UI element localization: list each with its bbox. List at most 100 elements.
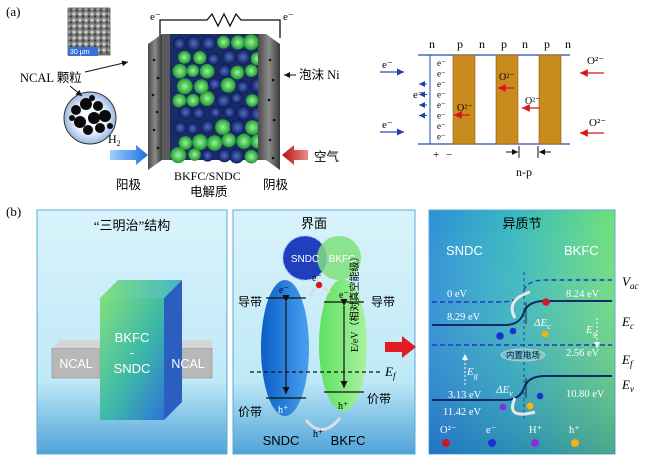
ev-label: Ev <box>621 377 634 394</box>
interface-electron-transfer: e⁻ <box>312 273 322 284</box>
np-electron-label: e⁻ <box>437 69 446 79</box>
sandwich-center-line3: SNDC <box>114 361 151 376</box>
sndc-gap-value: 3.13 eV <box>448 390 482 401</box>
interface-hole-right: h⁺ <box>338 401 348 412</box>
electron-arrow-label: e⁻ <box>382 119 393 131</box>
np-letter: n <box>565 37 571 51</box>
electrolyte-label-2: 电解质 <box>190 185 228 199</box>
bkfc-gap-value: 2.56 eV <box>566 348 600 359</box>
bkfc-sphere <box>193 51 207 65</box>
np-electron-labels: e⁻e⁻e⁻e⁻e⁻e⁻e⁻e⁻ <box>419 58 446 142</box>
sndc-sphere <box>207 52 220 66</box>
bkfc-sphere <box>245 120 260 135</box>
bkfc-sphere <box>243 34 259 51</box>
bkfc-sphere <box>206 135 223 151</box>
bkfc-sphere <box>199 91 215 106</box>
sndc-cb-value: 8.29 eV <box>447 312 481 323</box>
p-layer <box>495 54 519 145</box>
sndc-sphere <box>229 119 246 136</box>
np-junction-label: n-p <box>516 165 532 179</box>
legend-label: e⁻ <box>486 425 496 436</box>
sndc-sphere <box>201 35 217 51</box>
p-layer <box>452 54 476 145</box>
legend-label: h⁺ <box>569 425 580 436</box>
conduction-band-left: 导带 <box>238 295 262 309</box>
circuit-electron-right: e⁻ <box>283 11 294 23</box>
sandwich-center-line1: BKFC <box>115 330 150 345</box>
legend-dot <box>442 439 450 447</box>
eg-right-label: Eg <box>585 324 597 338</box>
o2-inner-label: O²⁻ <box>457 103 473 114</box>
np-electron-label: e⁻ <box>437 121 446 131</box>
interface-title: 界面 <box>301 216 327 231</box>
interface-electron-left: e⁻ <box>279 285 289 296</box>
interface-hole-left: h⁺ <box>278 405 288 416</box>
legend-dot <box>531 439 539 447</box>
bkfc-sphere <box>245 94 259 107</box>
sndc-sphere <box>192 106 206 120</box>
sndc-sphere <box>229 148 245 164</box>
sndc-sphere <box>173 121 187 135</box>
sndc-sphere <box>200 119 215 135</box>
bkfc-sphere <box>199 63 215 79</box>
vacuum-zero: 0 eV <box>447 289 468 300</box>
sndc-sphere <box>186 35 202 52</box>
het-bkfc-label: BKFC <box>564 243 599 258</box>
transition-arrow <box>385 336 416 358</box>
bkfc-sphere <box>231 35 245 50</box>
bkfc-sphere <box>170 147 187 164</box>
bkfc-sphere <box>244 149 259 164</box>
air-label: 空气 <box>314 149 340 164</box>
het-sndc-label: SNDC <box>446 243 483 258</box>
sndc-sphere <box>221 49 237 65</box>
ncal-particle-icon <box>63 91 117 145</box>
bkfc-sphere <box>230 65 245 80</box>
np-letter: n <box>522 37 528 51</box>
external-circuit <box>159 12 281 38</box>
band-ellipses <box>250 279 382 431</box>
panel-a-label: (a) <box>6 4 20 19</box>
cathode-label: 阴极 <box>263 178 289 192</box>
legend-dot <box>571 439 579 447</box>
bkfc-sphere <box>186 93 200 107</box>
interface-hole-transfer: h⁺ <box>313 429 323 440</box>
np-electron-label: e⁻ <box>437 132 446 142</box>
valence-band-left: 价带 <box>238 405 262 419</box>
np-letter: p <box>457 37 463 51</box>
o2-inner-label: O²⁻ <box>525 96 541 107</box>
valence-band-right: 价带 <box>367 392 391 406</box>
delta-ev-label: ΔEv <box>495 384 513 398</box>
delta-ec-label: ΔEc <box>533 317 551 331</box>
o2-label: O²⁻ <box>589 117 606 129</box>
bkfc-sphere <box>245 64 258 77</box>
np-junction-diagram <box>418 54 570 145</box>
het-y-axis: E/eV（相对真空能级） <box>348 251 361 352</box>
built-in-field-label: 内置电场 <box>506 350 540 360</box>
bkfc-sphere <box>186 64 200 77</box>
sandwich-right-block: NCAL <box>171 357 204 371</box>
sndc-sphere <box>235 105 251 121</box>
material-circles <box>282 235 361 281</box>
bkfc-sphere <box>178 50 191 64</box>
electron-arrow-label: e⁻ <box>382 59 393 71</box>
sndc-sphere <box>235 49 252 65</box>
eg-left-label: Eg <box>466 366 478 380</box>
np-electron-label: e⁻ <box>437 90 446 100</box>
cathode-plate <box>258 34 280 170</box>
o2-label: O²⁻ <box>587 55 604 67</box>
interface-bottom-bkfc: BKFC <box>331 433 366 448</box>
legend-label: O²⁻ <box>440 425 456 436</box>
sndc-sphere <box>209 106 222 119</box>
o2-inner-label: O²⁻ <box>499 72 515 83</box>
bkfc-sphere <box>176 78 193 95</box>
band-diagram <box>432 272 612 418</box>
sndc-sphere <box>230 92 243 105</box>
h2-arrow <box>110 145 148 165</box>
p-layer <box>538 54 562 145</box>
circuit-electron-left: e⁻ <box>150 11 161 23</box>
interface-electron-right: e⁻ <box>339 290 349 301</box>
vac-label: Vac <box>622 274 638 291</box>
plus-sign: + <box>433 149 439 161</box>
np-letter: p <box>544 37 550 51</box>
sndc-sphere <box>236 80 250 94</box>
